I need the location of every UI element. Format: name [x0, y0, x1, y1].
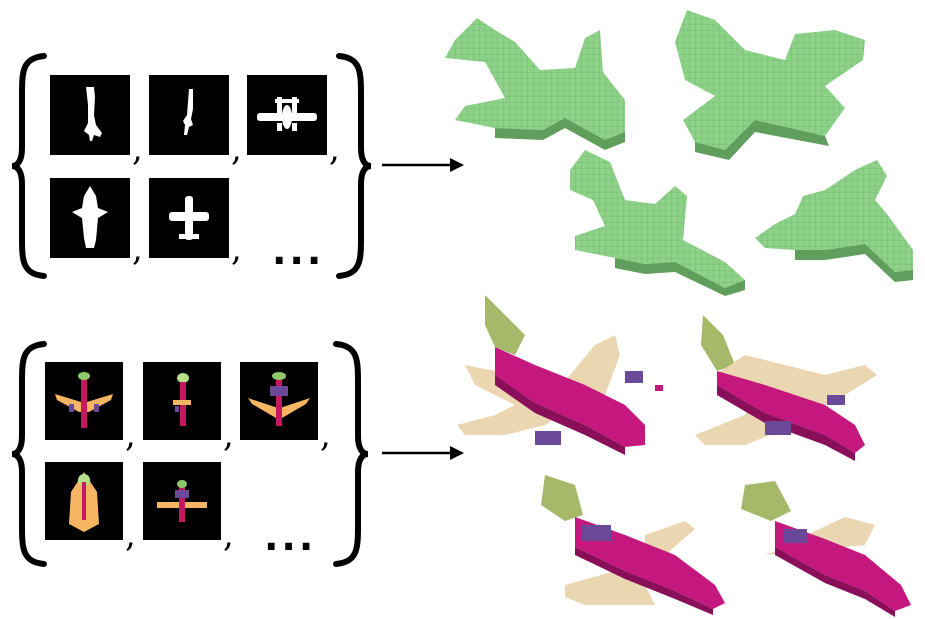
- left-brace-top: [11, 53, 47, 279]
- green-voxel-plane: [675, 10, 865, 160]
- arrow-right-icon: [382, 158, 464, 172]
- green-voxel-plane: [445, 18, 625, 150]
- separator: ,: [132, 129, 143, 169]
- separator: ,: [125, 415, 136, 455]
- part-thumb-5: [143, 462, 221, 540]
- ellipsis: ...: [272, 229, 325, 273]
- separator: ,: [125, 515, 136, 555]
- separator: ,: [231, 229, 242, 269]
- part-thumb-3: [240, 362, 318, 440]
- part-voxel-plane: [457, 295, 663, 455]
- right-brace-bottom: [333, 341, 369, 567]
- separator: ,: [231, 129, 242, 169]
- green-voxel-plane: [570, 150, 745, 296]
- part-thumb-2: [143, 362, 221, 440]
- silhouette-thumb-3: [247, 75, 327, 155]
- separator: ,: [320, 415, 331, 455]
- part-thumb-1: [45, 362, 123, 440]
- green-voxel-plane: [755, 160, 913, 282]
- silhouette-thumb-1: [50, 75, 130, 155]
- part-voxel-plane: [541, 475, 725, 615]
- right-brace-top: [336, 53, 372, 279]
- separator: ,: [329, 129, 340, 169]
- part-voxel-plane: [695, 315, 877, 461]
- arrow-right-icon: [382, 446, 464, 460]
- part-thumb-4: [45, 462, 123, 540]
- separator: ,: [223, 415, 234, 455]
- silhouette-thumb-4: [50, 178, 130, 258]
- separator: ,: [132, 229, 143, 269]
- silhouette-thumb-2: [149, 75, 229, 155]
- left-brace-bottom: [11, 341, 47, 567]
- separator: ,: [223, 515, 234, 555]
- ellipsis: ...: [264, 515, 317, 559]
- silhouette-thumb-5: [149, 178, 229, 258]
- part-voxel-plane: [741, 481, 911, 617]
